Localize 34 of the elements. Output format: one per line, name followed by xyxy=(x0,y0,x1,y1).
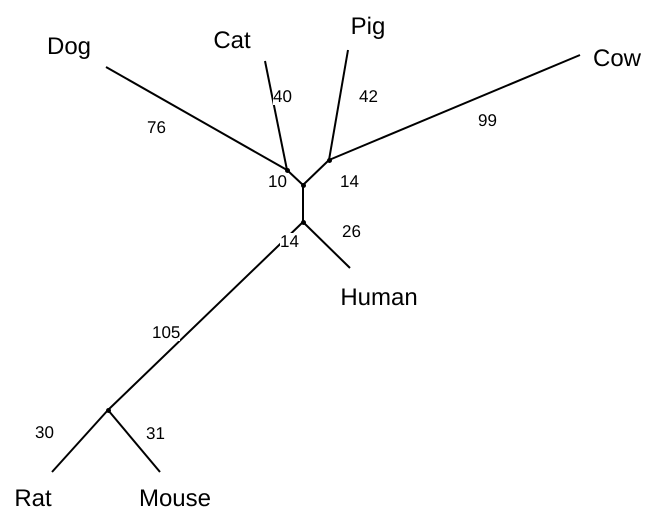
taxon-label: Human xyxy=(340,286,418,310)
taxon-label: Cow xyxy=(592,47,641,71)
branch-line xyxy=(107,221,304,411)
branch-line xyxy=(51,409,109,473)
branch-line xyxy=(302,185,304,222)
branch-length: 10 xyxy=(268,173,287,190)
taxon-label: Mouse xyxy=(138,487,212,511)
branch-line xyxy=(107,409,161,473)
branch-line xyxy=(286,169,304,186)
branch-length: 99 xyxy=(478,112,497,129)
branch-length: 42 xyxy=(359,88,378,105)
branch-line xyxy=(302,159,330,186)
branch-length: 14 xyxy=(340,173,359,190)
branch-point xyxy=(326,158,332,162)
branch-length: 105 xyxy=(152,324,180,341)
taxon-label: Dog xyxy=(46,35,92,59)
branch-line xyxy=(328,50,349,160)
branch-length: 30 xyxy=(35,424,54,441)
branch-line xyxy=(264,60,288,170)
branch-length: 40 xyxy=(273,88,292,105)
branch-length: 31 xyxy=(146,425,165,442)
branch-line xyxy=(328,54,580,161)
branch-point xyxy=(106,408,110,412)
taxon-label: Pig xyxy=(350,15,386,39)
branch-line xyxy=(106,66,288,171)
branch-length: 14 xyxy=(280,233,299,250)
taxon-label: Rat xyxy=(14,487,52,511)
branch-line xyxy=(302,221,351,269)
branch-point xyxy=(300,182,306,188)
taxon-label: Cat xyxy=(213,29,251,53)
branch-length: 76 xyxy=(147,119,166,136)
branch-point xyxy=(300,220,306,224)
branch-point xyxy=(284,168,290,172)
branch-length: 26 xyxy=(342,223,361,240)
